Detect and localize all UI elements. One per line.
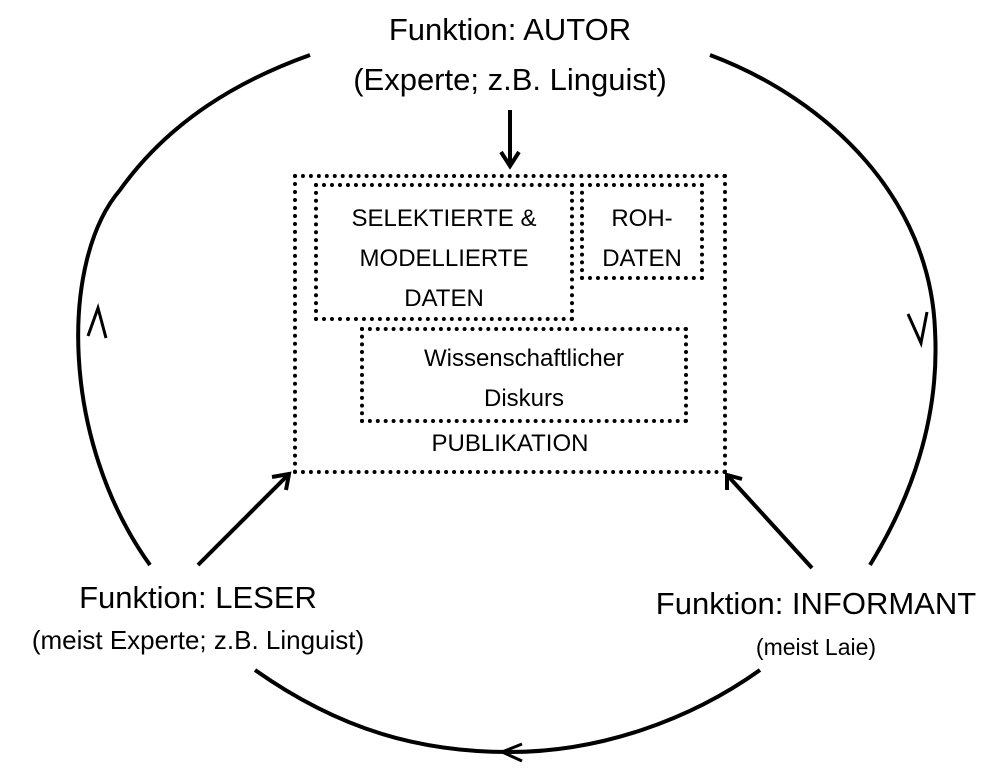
cycle-arrow-left-icon [86, 302, 108, 339]
cycle-arc-bottom [253, 668, 762, 755]
reader-title: Funktion: LESER [79, 580, 317, 615]
selected-data-line: MODELLIERTE [359, 245, 529, 272]
discourse-line: Diskurs [483, 385, 564, 412]
reader-arrowhead-icon [271, 471, 292, 491]
selected-data-box: SELEKTIERTE & MODELLIERTE DATEN [314, 183, 574, 321]
selected-data-line: DATEN [404, 285, 484, 312]
author-title: Funktion: AUTOR [388, 12, 632, 47]
informant-arrowhead-icon [725, 472, 743, 490]
informant-to-publication-arrow [726, 474, 814, 570]
author-subtitle: (Experte; z.B. Linguist) [353, 62, 667, 97]
discourse-box: Wissenschaftlicher Diskurs [360, 327, 688, 423]
publication-label: PUBLIKATION [431, 430, 589, 457]
informant-title: Funktion: INFORMANT [655, 586, 977, 621]
reader-to-publication-arrow [196, 473, 290, 567]
cycle-arc-left [76, 53, 311, 567]
reader-subtitle: (meist Experte; z.B. Linguist) [31, 625, 365, 655]
cycle-arc-right [709, 53, 938, 567]
author-arrowhead-icon [499, 150, 521, 170]
publication-box [293, 174, 727, 474]
cycle-arrow-bottom-icon [498, 742, 523, 763]
raw-data-line: ROH- [611, 205, 673, 232]
discourse-line: Wissenschaftlicher [423, 345, 625, 372]
informant-subtitle: (meist Laie) [755, 634, 877, 660]
selected-data-line: SELEKTIERTE & [351, 205, 537, 232]
raw-data-box: ROH- DATEN [580, 183, 704, 280]
cycle-arrow-right-icon [906, 311, 929, 348]
raw-data-line: DATEN [602, 245, 682, 272]
